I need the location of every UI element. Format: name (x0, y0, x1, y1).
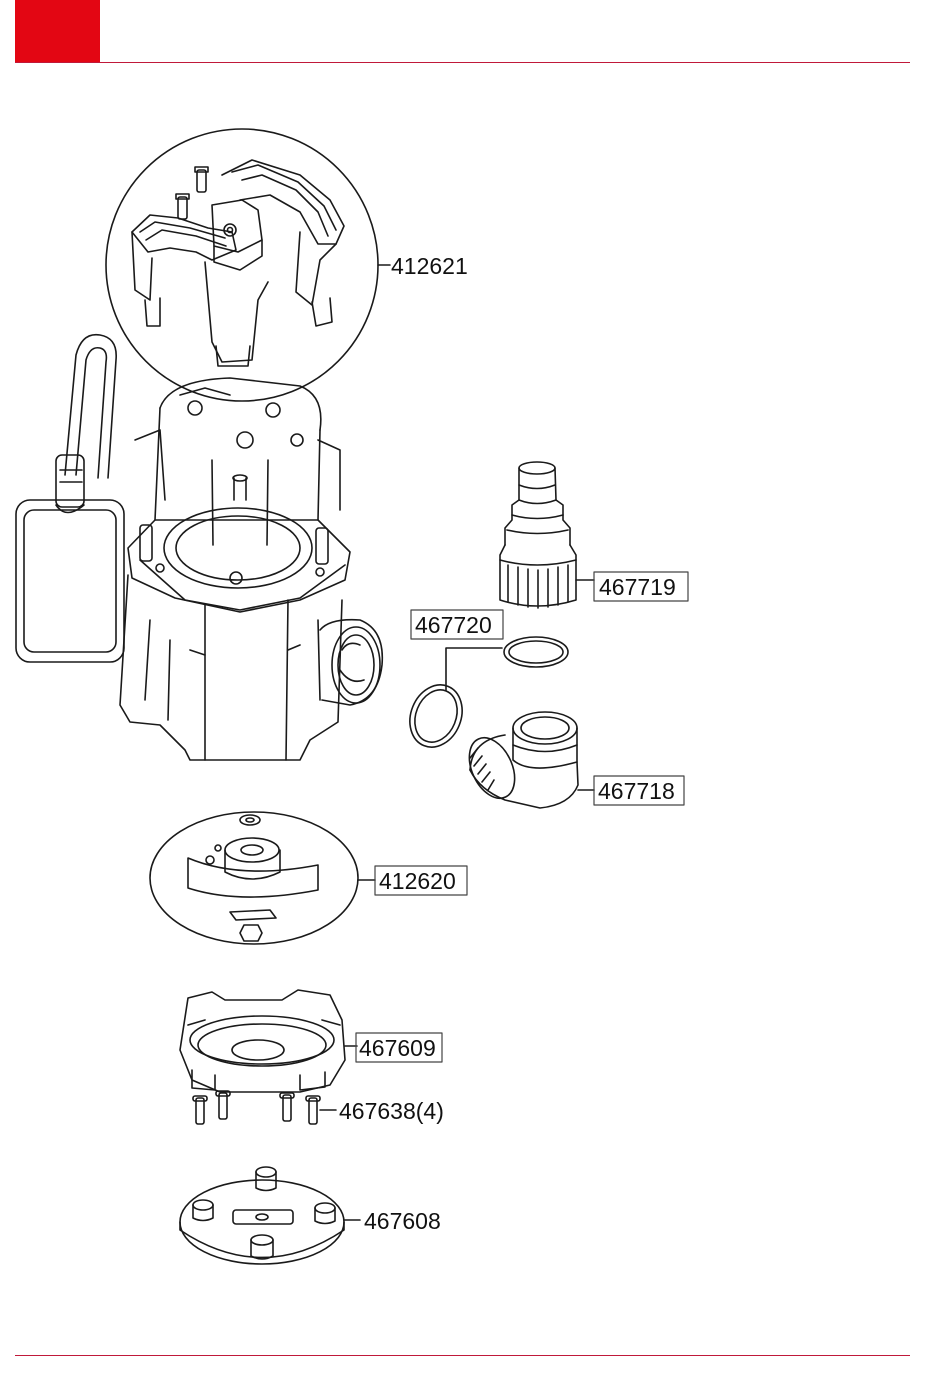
handle-assembly-drawing (106, 129, 390, 401)
screws-drawing (193, 1091, 336, 1124)
part-number-412620: 412620 (379, 868, 456, 894)
hose-adapter-drawing (500, 462, 594, 608)
impeller-plate-drawing (150, 812, 375, 944)
part-number-467608: 467608 (364, 1208, 441, 1234)
part-number-467609: 467609 (359, 1035, 436, 1061)
base-plate-drawing (180, 1167, 360, 1264)
part-number-412621: 412621 (391, 253, 468, 279)
part-number-467720: 467720 (415, 612, 492, 638)
part-number-467718: 467718 (598, 778, 675, 804)
part-number-467638: 467638(4) (339, 1098, 444, 1124)
part-number-467719: 467719 (599, 574, 676, 600)
pump-body-drawing (16, 335, 382, 760)
housing-ring-drawing (180, 990, 357, 1092)
elbow-fitting-drawing (460, 712, 594, 808)
